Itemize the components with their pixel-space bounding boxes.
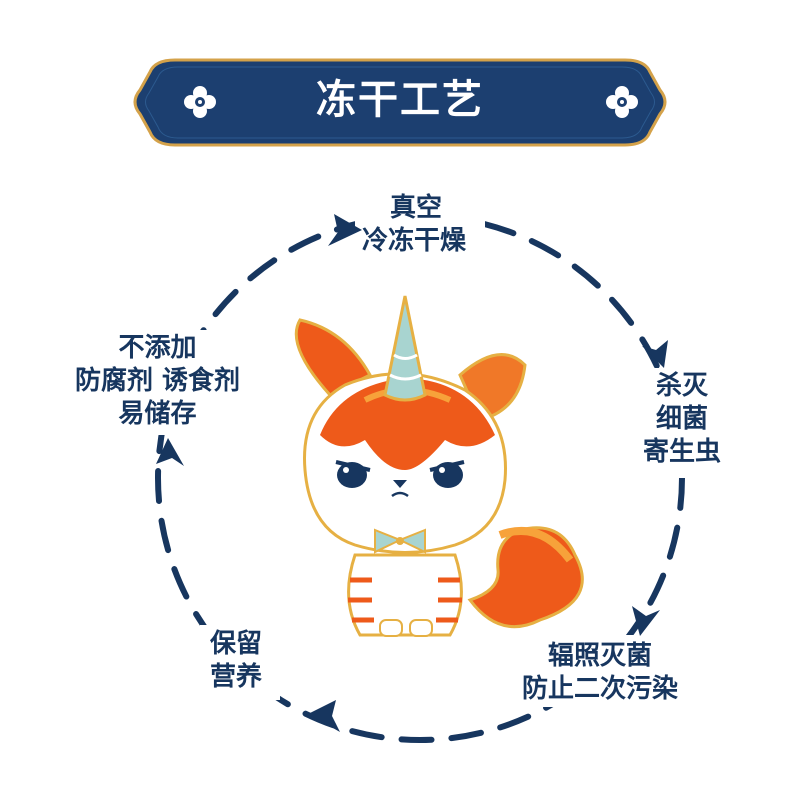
flower-ornament-left-icon — [184, 86, 216, 118]
step-label-kill-germs-parasites: 杀灭 细菌 寄生虫 — [640, 370, 724, 469]
step-line: 保留 — [210, 629, 263, 659]
banner-title: 冻干工艺 — [316, 77, 484, 123]
step-label-irradiation-sterilize: 辐照灭菌 防止二次污染 — [520, 640, 680, 706]
cycle-arrows — [156, 214, 668, 732]
step-line: 冷冻干燥 — [362, 226, 467, 256]
step-line: 营养 — [210, 662, 263, 692]
step-line: 易储存 — [118, 399, 197, 429]
title-banner — [133, 58, 667, 147]
step-label-no-additives-storage: 不添加 防腐剂 诱食剂 易储存 — [65, 332, 250, 431]
arrow-up-icon — [156, 438, 184, 466]
flower-ornament-right-icon — [606, 86, 638, 118]
arrow-left-icon — [308, 700, 340, 732]
arrow-right-icon — [328, 214, 362, 246]
step-line: 辐照灭菌 — [547, 641, 652, 671]
step-line: 真空 — [390, 193, 443, 223]
step-line: 防腐剂 诱食剂 — [74, 366, 241, 396]
step-line: 细菌 — [655, 404, 708, 434]
step-line: 防止二次污染 — [521, 674, 678, 704]
step-line: 不添加 — [118, 333, 197, 363]
step-label-retain-nutrition: 保留 营养 — [210, 628, 262, 694]
orange-unicorn-cat-mascot-icon — [294, 295, 584, 637]
step-line: 寄生虫 — [642, 437, 721, 467]
arrow-down-left-icon — [632, 606, 660, 636]
arrow-down-icon — [642, 340, 668, 368]
step-label-vacuum-freeze-drying: 真空 冷冻干燥 — [362, 192, 466, 258]
step-line: 杀灭 — [655, 371, 708, 401]
